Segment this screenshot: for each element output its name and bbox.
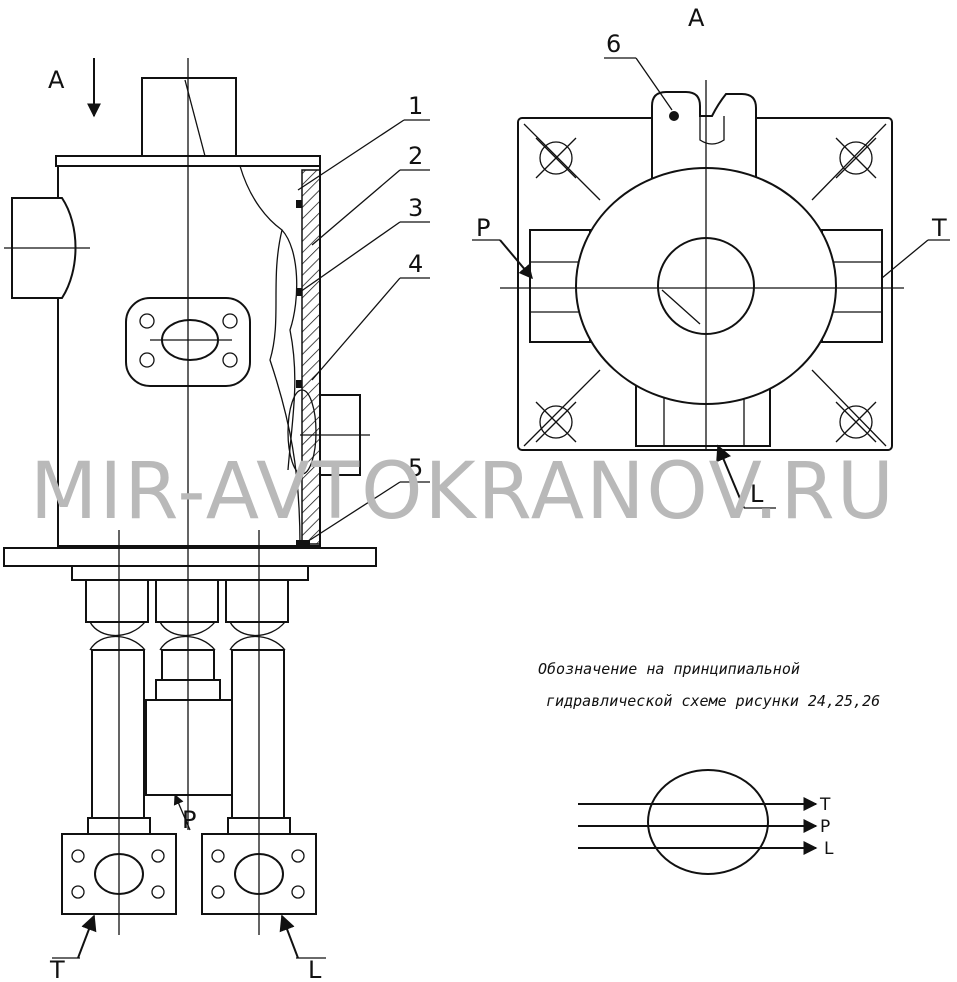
wall-section [301, 169, 321, 545]
top-tab [651, 91, 757, 181]
watermark: MIR-AVTOKRANOV.RU [30, 447, 896, 537]
pipes [85, 579, 291, 835]
view-label-right: A [688, 4, 705, 32]
note-line-2: гидравлической схеме рисунки 24,25,26 [546, 692, 880, 710]
port-label-T-right: T [931, 214, 947, 242]
top-shaft [141, 77, 237, 159]
port-label-L-right: L [750, 480, 764, 508]
note-line-1: Обозначение на принципиальной [538, 660, 800, 678]
callout-6: 6 [606, 30, 621, 58]
callout-2: 2 [408, 142, 423, 170]
port-label-P-right: P [476, 214, 490, 242]
symbol-label-P: P [820, 817, 830, 837]
port-label-T-left: T [49, 956, 65, 982]
top-view: A [472, 4, 950, 509]
corner-bolts [523, 123, 887, 447]
symbol-label-T: T [819, 795, 831, 815]
symbol-label-L: L [824, 839, 834, 859]
callout-5: 5 [408, 454, 423, 482]
schematic-symbol: T P L [578, 769, 834, 875]
callout-1: 1 [408, 92, 423, 120]
callout-3: 3 [408, 194, 423, 222]
callout-4: 4 [408, 250, 423, 278]
port-label-P-left: P [182, 806, 196, 834]
side-view: A 1 2 3 4 5 P T L [3, 58, 430, 982]
view-label-left: A [48, 66, 65, 94]
base-plate [3, 547, 377, 567]
port-label-L-left: L [308, 956, 322, 982]
